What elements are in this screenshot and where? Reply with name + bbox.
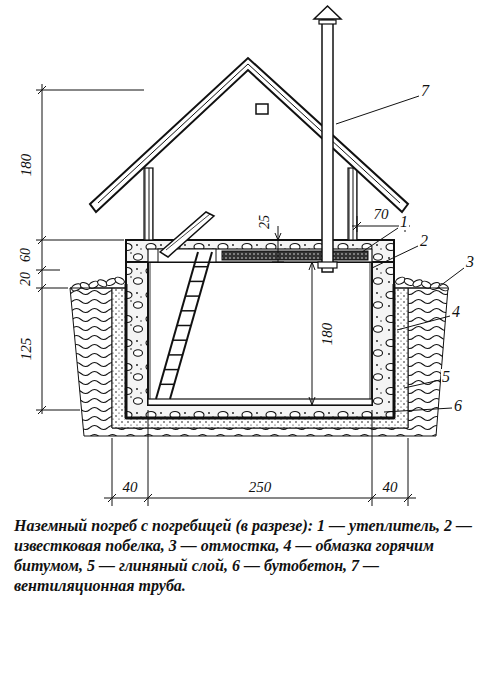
pipe-valve bbox=[318, 262, 337, 268]
dimension-lines bbox=[38, 266, 46, 274]
shed-wall bbox=[348, 168, 357, 240]
dimension-lines bbox=[275, 233, 281, 240]
insulation bbox=[222, 251, 368, 260]
ground-line bbox=[70, 287, 126, 288]
dimension-lines bbox=[38, 86, 46, 94]
dimension: 60 bbox=[19, 247, 33, 263]
whitewash bbox=[150, 262, 370, 403]
apron bbox=[71, 276, 450, 292]
roof bbox=[98, 64, 400, 203]
shed-wall bbox=[144, 168, 153, 240]
dimension-lines bbox=[148, 410, 149, 506]
dimension-lines bbox=[353, 222, 361, 230]
dimension: 25 bbox=[258, 214, 272, 230]
dimension-lines bbox=[278, 226, 279, 262]
leader-lines bbox=[384, 408, 452, 412]
dimension-lines bbox=[36, 288, 68, 289]
dimension-lines bbox=[36, 90, 144, 91]
ladder bbox=[181, 310, 195, 312]
callout-number: 7 bbox=[420, 83, 430, 99]
ladder bbox=[185, 295, 199, 297]
ladder bbox=[156, 252, 212, 399]
dimension-lines bbox=[36, 240, 124, 241]
dimension-lines bbox=[312, 262, 313, 405]
apron bbox=[438, 283, 450, 293]
purlin bbox=[256, 104, 268, 114]
rubble-concrete-wall bbox=[126, 240, 394, 418]
dimension-lines bbox=[104, 498, 416, 499]
leader-lines bbox=[397, 316, 450, 330]
ladder bbox=[177, 325, 191, 327]
leader-lines bbox=[372, 246, 418, 268]
ceiling-boards bbox=[148, 249, 372, 262]
dimension-lines bbox=[309, 397, 315, 405]
leader-lines bbox=[440, 268, 464, 286]
dimension-lines bbox=[309, 262, 315, 270]
dimension-lines bbox=[108, 494, 116, 502]
dimension: 70 bbox=[373, 207, 390, 222]
ladder bbox=[170, 252, 212, 399]
bitumen-coating bbox=[126, 417, 394, 420]
ladder bbox=[194, 266, 208, 268]
ladder bbox=[169, 354, 183, 356]
ventilation-pipe bbox=[319, 20, 336, 24]
ladder bbox=[164, 369, 178, 371]
floor bbox=[148, 399, 372, 405]
ladder bbox=[173, 339, 187, 341]
hatch-lid bbox=[160, 212, 214, 257]
dimension-lines bbox=[144, 494, 152, 502]
callout-number: 4 bbox=[451, 304, 461, 320]
dimension-lines bbox=[38, 406, 46, 414]
pipe-cap bbox=[314, 6, 341, 19]
dimension: 20 bbox=[19, 271, 33, 287]
dimension-lines bbox=[112, 438, 113, 506]
callout-number: 2 bbox=[419, 233, 429, 249]
hatch-lid bbox=[166, 214, 210, 250]
leader-lines bbox=[362, 228, 398, 252]
dimension-lines bbox=[38, 284, 46, 292]
dimension: 180 bbox=[320, 322, 335, 347]
dimension: 250 bbox=[248, 480, 273, 495]
ladder bbox=[190, 281, 204, 283]
dimension-lines bbox=[36, 270, 60, 271]
dimension-lines bbox=[404, 494, 412, 502]
dimension-lines bbox=[38, 236, 46, 244]
apron bbox=[114, 276, 126, 286]
ventilation-pipe bbox=[322, 20, 333, 272]
callout-number: 5 bbox=[441, 369, 451, 385]
dimension: 125 bbox=[19, 337, 34, 362]
dimension: 40 bbox=[382, 480, 399, 495]
leader-lines bbox=[336, 96, 464, 412]
dimension-lines bbox=[42, 84, 43, 414]
ladder bbox=[160, 384, 174, 386]
bitumen-coating bbox=[393, 284, 396, 418]
leader-lines bbox=[404, 380, 440, 388]
leader-lines bbox=[336, 96, 419, 124]
figure-caption: Наземный погреб с погребицей (в разрезе)… bbox=[14, 516, 488, 596]
dimension: 40 bbox=[122, 480, 139, 495]
bitumen-coating bbox=[125, 284, 128, 418]
callout-number: 6 bbox=[453, 398, 463, 414]
dimension-lines bbox=[272, 262, 284, 263]
dimension: 180 bbox=[19, 153, 34, 178]
dimension-lines bbox=[408, 438, 409, 506]
dimension-lines bbox=[368, 494, 376, 502]
roof bbox=[90, 58, 408, 212]
dimension-lines bbox=[372, 410, 373, 506]
dimension-lines bbox=[36, 84, 416, 506]
callout-number: 1 bbox=[399, 214, 409, 230]
ground-line bbox=[394, 287, 448, 288]
dimension-lines bbox=[357, 216, 358, 232]
callout-number: 3 bbox=[465, 254, 475, 270]
